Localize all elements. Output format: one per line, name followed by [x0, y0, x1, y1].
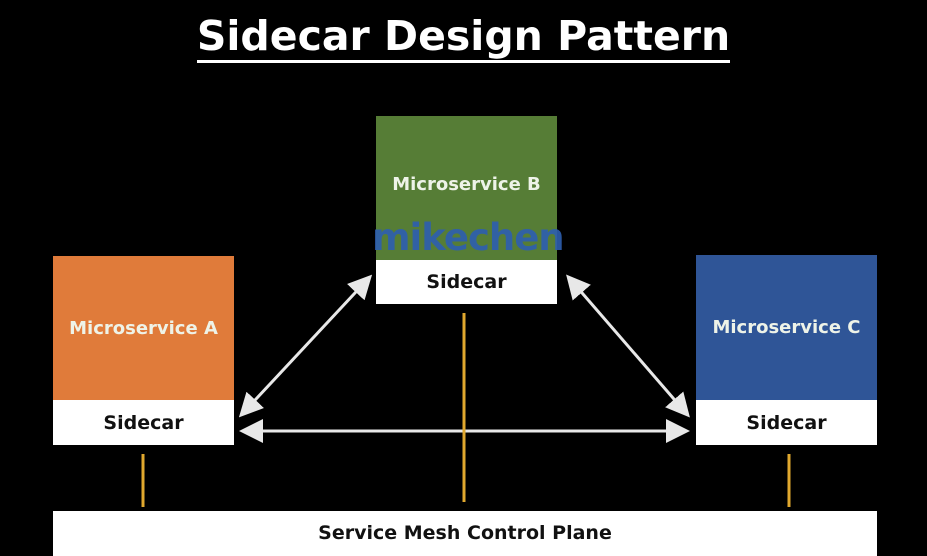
- watermark: mikechen: [372, 216, 565, 259]
- diagram-title: Sidecar Design Pattern: [0, 12, 927, 63]
- microservice-a: Microservice A: [53, 256, 234, 400]
- sidecar-a: Sidecar: [53, 400, 234, 445]
- service-mesh-control-plane: Service Mesh Control Plane: [53, 511, 877, 556]
- microservice-c: Microservice C: [696, 255, 877, 400]
- sidecar-b: Sidecar: [376, 260, 557, 304]
- sidecar-c: Sidecar: [696, 400, 877, 445]
- microservice-b: Microservice B: [376, 116, 557, 260]
- arrow-b-c: [566, 274, 690, 418]
- arrow-a-b: [238, 274, 373, 418]
